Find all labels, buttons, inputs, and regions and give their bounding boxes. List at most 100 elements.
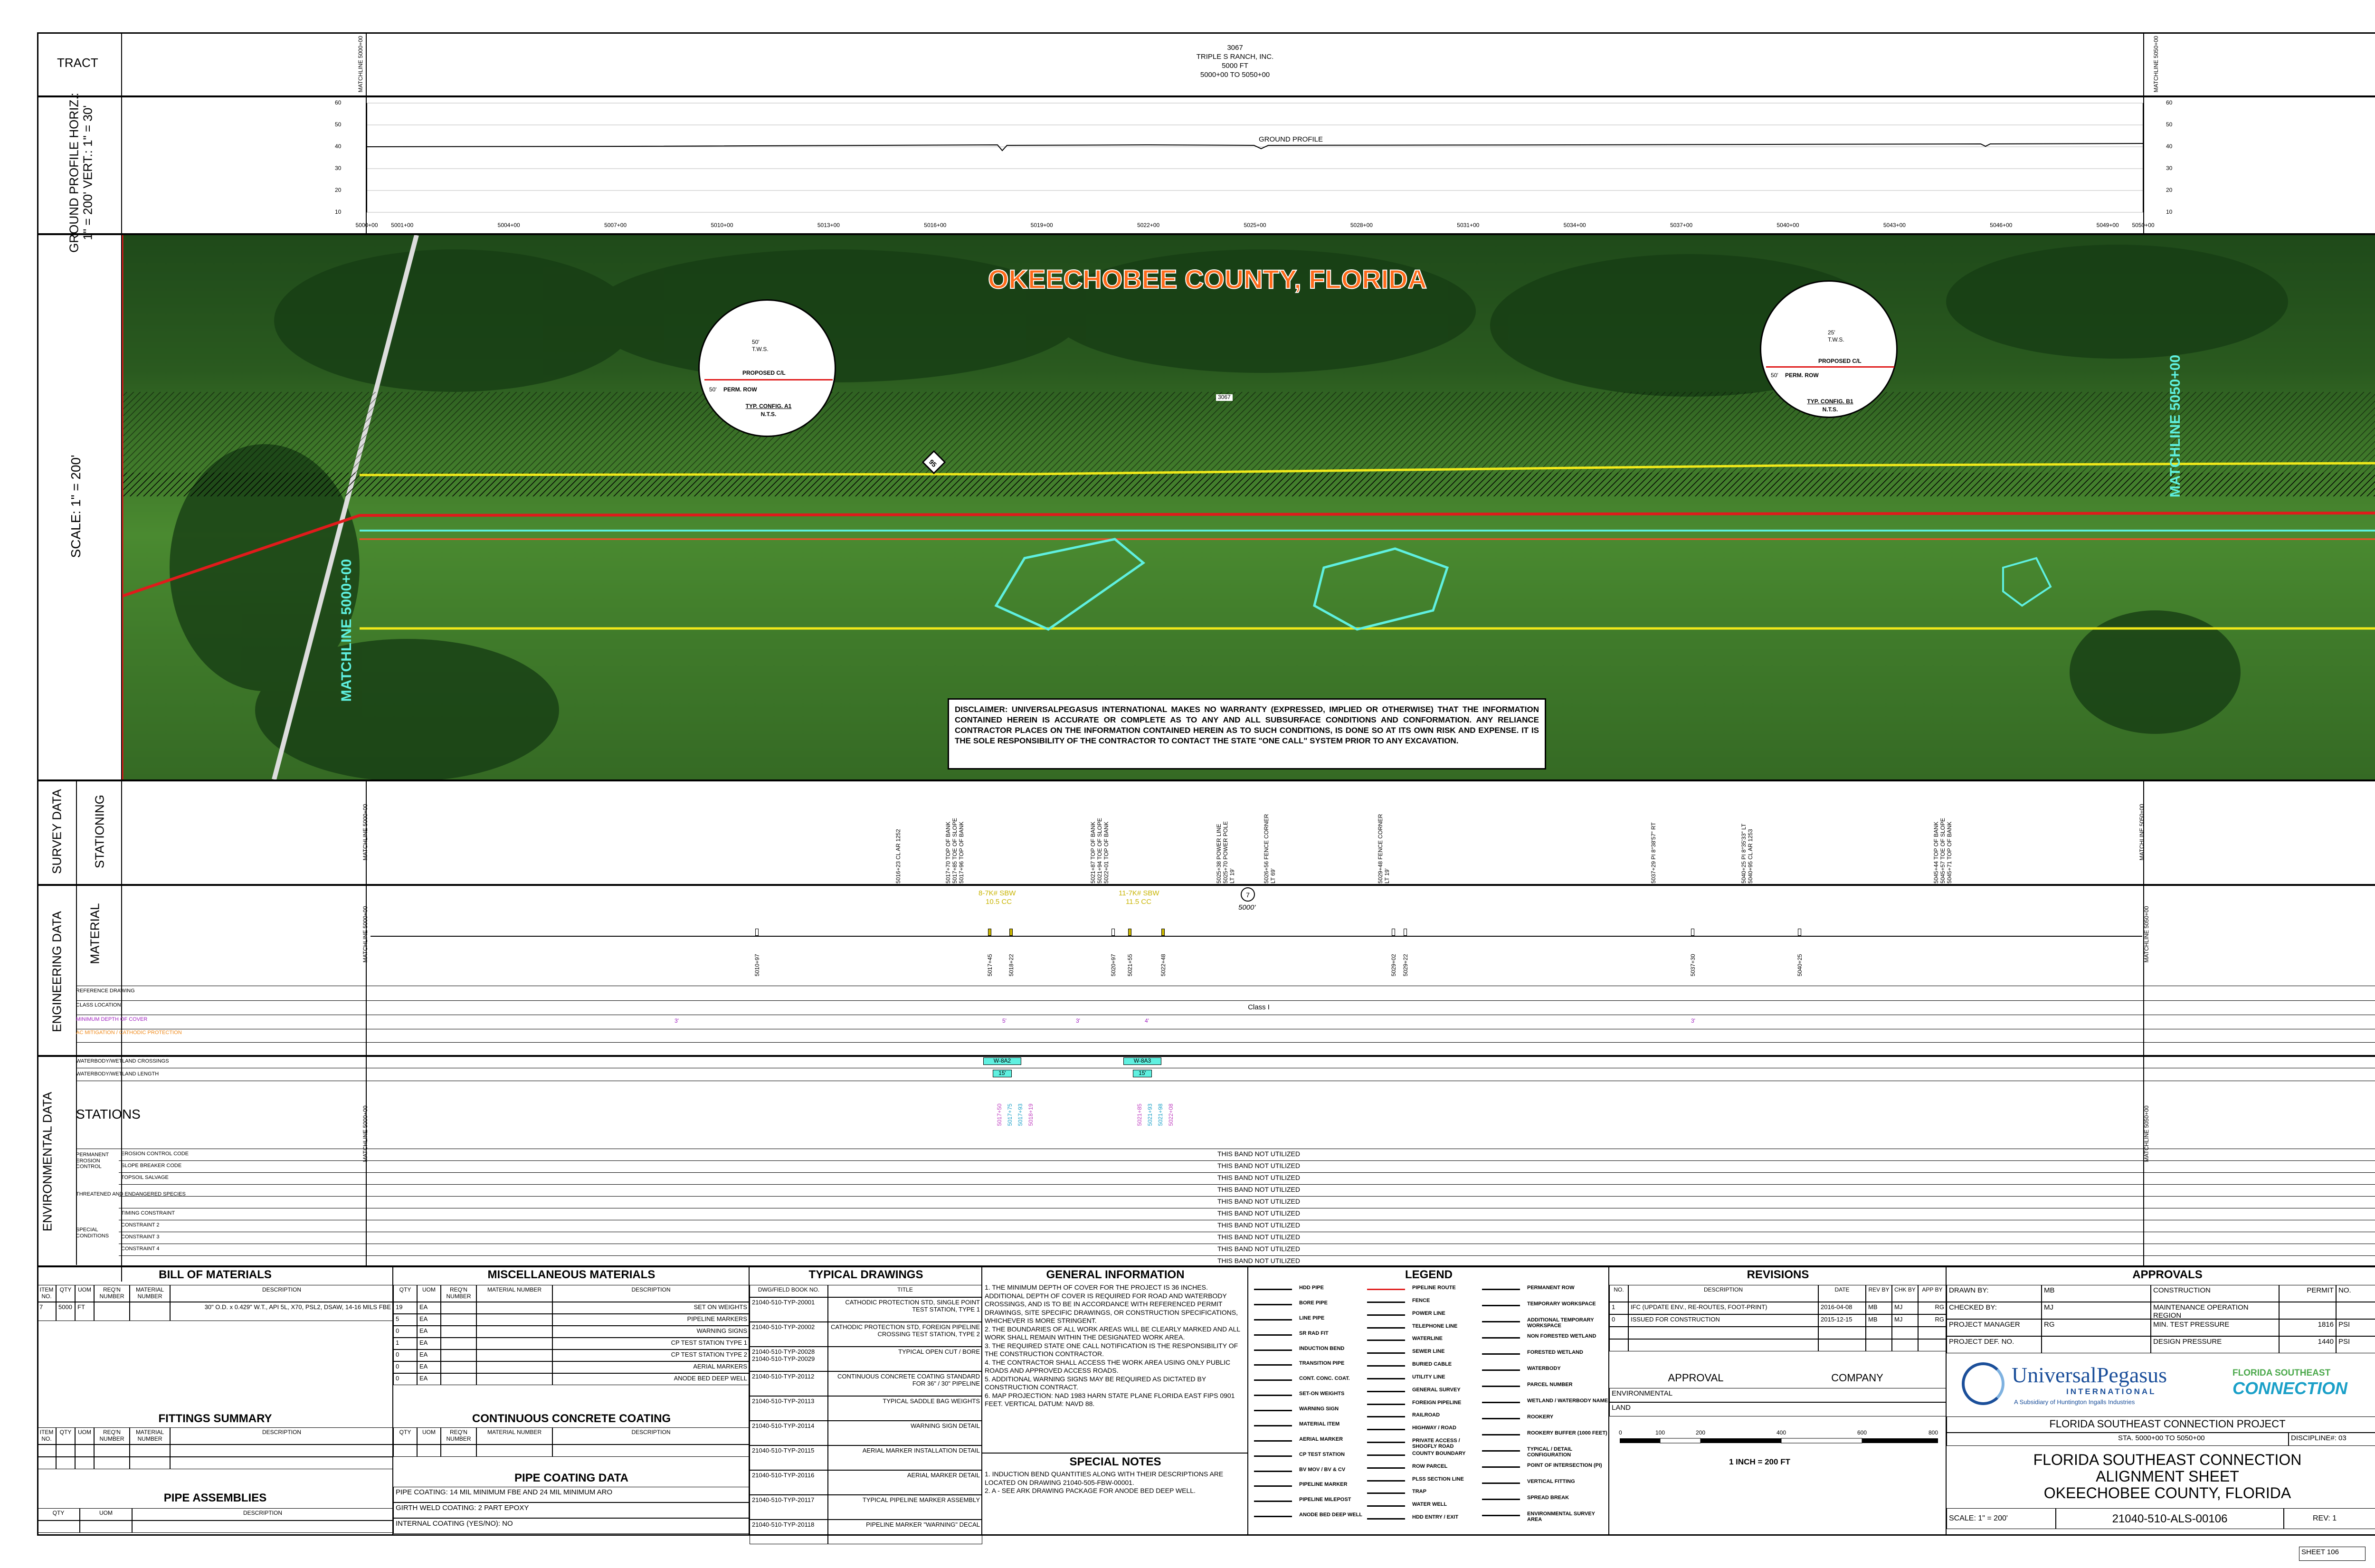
legend-col2-8: GENERAL SURVEY	[1412, 1387, 1461, 1393]
legend-col3-sym-0	[1482, 1289, 1520, 1290]
survey-matchline-left: MATCHLINE 5000+00	[362, 804, 369, 861]
sbw2-line2: 11.5 CC	[1126, 898, 1151, 906]
scale-tick-800: 800	[1928, 1429, 1938, 1436]
legend-col3-6: PARCEL NUMBER	[1527, 1382, 1573, 1387]
fit-table-r1-c3	[94, 1457, 130, 1469]
appr-right-unit-2: PSI	[2336, 1319, 2375, 1336]
rev-table-r3-c1	[1628, 1339, 1818, 1351]
config-b1-title: TYP. CONFIG. B1	[1807, 398, 1853, 405]
fit-table-r1-c2	[75, 1457, 94, 1469]
appr-left-label-3: PROJECT DEF. NO.	[1947, 1336, 2042, 1353]
logo-fsc: FLORIDA SOUTHEAST CONNECTION	[2223, 1368, 2375, 1401]
fit-table-r0-c2	[75, 1444, 94, 1457]
conc-table-hdr-0: QTY	[393, 1427, 417, 1444]
legend-col2-9: FOREIGN PIPELINE	[1412, 1399, 1462, 1406]
rev-table-r2-c1	[1628, 1327, 1818, 1339]
rev-table-r3-c5	[1918, 1339, 1947, 1351]
bom-title: BILL OF MATERIALS	[159, 1268, 272, 1281]
typ-table-r2-c1: TYPICAL OPEN CUT / BORE	[828, 1347, 982, 1371]
sbw1-line1: 8-7K# SBW	[978, 889, 1016, 897]
env-band-line-9	[119, 1255, 2375, 1256]
fit-table-r0-c5	[170, 1444, 393, 1457]
scale-tick-100: 100	[1655, 1429, 1665, 1436]
legend-col1-sym-12	[1254, 1470, 1292, 1472]
elev-tick-r10: 10	[2166, 209, 2173, 215]
scale-bar	[1620, 1438, 1938, 1444]
legend-col1-sym-14	[1254, 1501, 1292, 1502]
env-station-a-1: 5017+75	[1007, 1103, 1014, 1126]
bom-table-hdr-4: MATERIAL NUMBER	[130, 1285, 170, 1302]
config-b1-c4: 50'	[1771, 372, 1778, 379]
conc-table-r0-c0	[393, 1444, 417, 1457]
typ-table-r9-c0: 21040-510-TYP-20118	[750, 1520, 828, 1544]
eng-station-marker-0	[755, 929, 759, 936]
bom-table-hdr-1: QTY	[56, 1285, 75, 1302]
legend-col2-10: RAILROAD	[1412, 1412, 1440, 1418]
fit-table-r0-c4	[130, 1444, 170, 1457]
survey-panel	[37, 780, 2375, 885]
legend-col2-sym-8	[1367, 1390, 1405, 1392]
survey-entry-8: 5045+44 TOP OF BANK 5045+57 TOE OF SLOPE…	[1933, 818, 1953, 884]
env-band-na-5: THIS BAND NOT UTILIZED	[1217, 1209, 1300, 1217]
config-a1-c4: 50'	[709, 386, 717, 393]
rev-table-r3-c4	[1892, 1339, 1918, 1351]
conc-table-r0-c1	[417, 1444, 441, 1457]
legend-col3-1: TEMPORARY WORKSPACE	[1527, 1301, 1596, 1307]
fit-table-r0-c1	[56, 1444, 75, 1457]
legend-col1-sym-11	[1254, 1455, 1292, 1457]
legend-col2-0: PIPELINE ROUTE	[1412, 1285, 1456, 1291]
tract-label: TRACT	[57, 56, 98, 70]
conc-table-r0-c4	[552, 1444, 750, 1457]
eng-station-marker-6	[1392, 929, 1395, 936]
misc-table-r0-c4: SET ON WEIGHTS	[552, 1302, 750, 1314]
logo-universalpegasus: UniversalPegasus INTERNATIONAL A Subsidi…	[1952, 1358, 2171, 1410]
env-band-na-4: THIS BAND NOT UTILIZED	[1217, 1197, 1300, 1205]
legend-col3-sym-6	[1482, 1386, 1520, 1387]
bom-table-r0-c4	[130, 1302, 170, 1321]
elev-tick-30: 30	[335, 165, 342, 171]
material-item-len: 5000'	[1238, 903, 1256, 912]
bom-table-hdr-2: UOM	[75, 1285, 94, 1302]
material-item-badge: 7	[1241, 887, 1255, 902]
aerial-matchline-left: MATCHLINE 5000+00	[339, 559, 355, 702]
eng-station-marker-1	[988, 929, 991, 936]
appr-left-label-0: DRAWN BY:	[1947, 1285, 2042, 1302]
fit-table-hdr-4: MATERIAL NUMBER	[130, 1427, 170, 1444]
appr-right-value-2: 1816	[2279, 1319, 2336, 1336]
typ-table-r6-c0: 21040-510-TYP-20115	[750, 1445, 828, 1470]
conc-table-hdr-2: REQ'N NUMBER	[441, 1427, 476, 1444]
conc-table-hdr-1: UOM	[417, 1427, 441, 1444]
legend-col1-sym-15	[1254, 1516, 1292, 1518]
appr-right-unit-3: PSI	[2336, 1336, 2375, 1353]
legend-col1-sym-10	[1254, 1440, 1292, 1442]
sbw1-line2: 10.5 CC	[986, 898, 1012, 906]
legend-col2-sym-0	[1367, 1289, 1405, 1290]
ground-profile-panel	[37, 96, 2375, 234]
env-band-line-3	[119, 1184, 2375, 1185]
legend-col3-13: SPREAD BREAK	[1527, 1495, 1569, 1501]
eng-station-5: 5022+48	[1160, 954, 1167, 977]
misc-table-r1-c0: 5	[393, 1314, 417, 1326]
sheet-number: SHEET 106	[2299, 1547, 2366, 1561]
config-b1-nts: N.T.S.	[1822, 406, 1838, 413]
legend-col3-7: WETLAND / WATERBODY NAME	[1527, 1398, 1608, 1404]
pipe-table-hdr-2: DESCRIPTION	[132, 1508, 393, 1520]
env-station-a-3: 5018+19	[1027, 1103, 1035, 1126]
station-tick-7: 5019+00	[1030, 222, 1053, 228]
misc-table-r2-c1: EA	[417, 1326, 441, 1338]
eng-station-6: 5029+02	[1390, 954, 1397, 977]
eng-station-9: 5040+25	[1796, 954, 1804, 977]
perm-erosion-label: PERMANENT EROSION CONTROL	[76, 1152, 109, 1170]
legend-col2-1: FENCE	[1412, 1297, 1430, 1303]
bottom-block	[37, 1266, 2375, 1536]
appr-right-unit-1	[2336, 1302, 2375, 1319]
approval-row-1: LAND	[1609, 1402, 1947, 1416]
legend-col2-sym-12	[1367, 1442, 1405, 1444]
elev-tick-10: 10	[335, 209, 342, 215]
station-tick-11: 5031+00	[1457, 222, 1480, 228]
legend-col1-sym-0	[1254, 1289, 1292, 1290]
misc-table-r0-c1: EA	[417, 1302, 441, 1314]
typ-table-r7-c0: 21040-510-TYP-20116	[750, 1470, 828, 1495]
rev-table-r2-c0	[1609, 1327, 1628, 1339]
appr-right-label-0: CONSTRUCTION	[2151, 1285, 2279, 1302]
